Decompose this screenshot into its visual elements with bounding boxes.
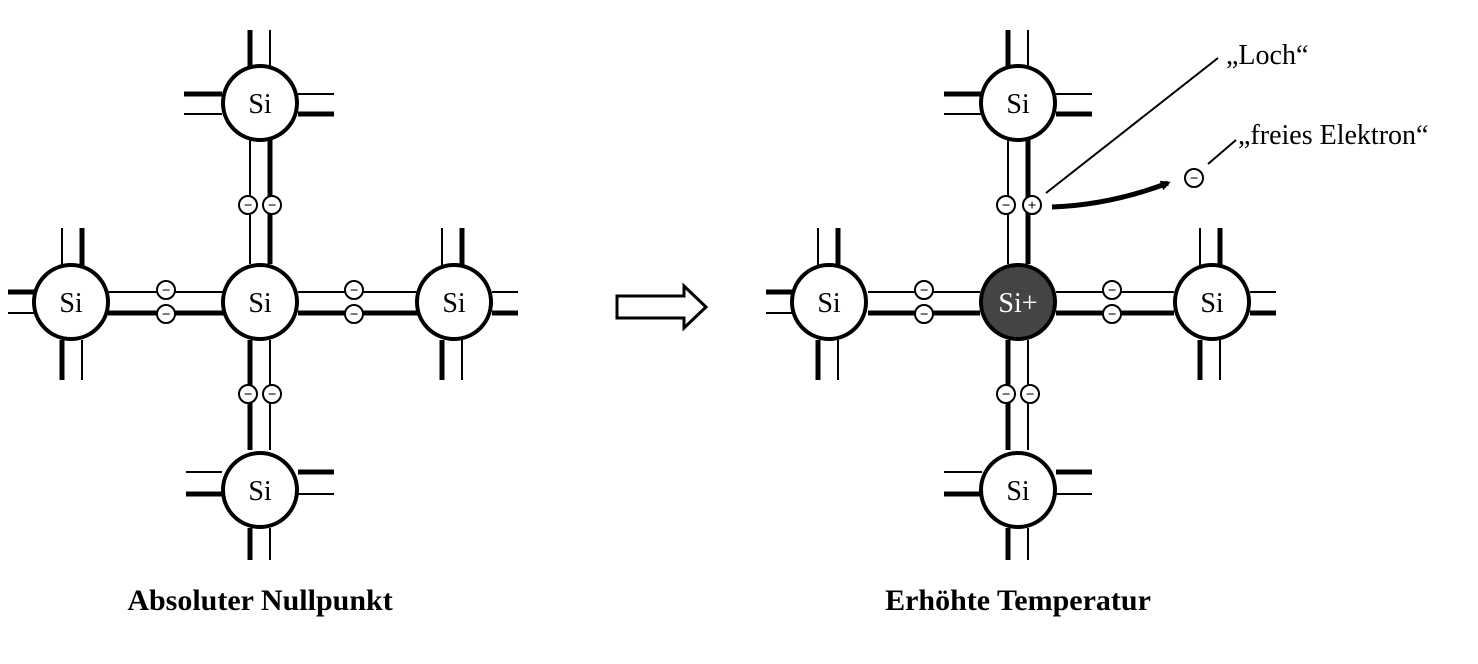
atom-label: Si	[248, 288, 272, 319]
electron: −	[996, 195, 1016, 215]
atom-right-top: Si	[979, 64, 1057, 142]
hole-label: „Loch“	[1226, 40, 1308, 71]
electron: −	[344, 304, 364, 324]
atom-label: Si	[1006, 89, 1030, 120]
atom-label: Si	[1200, 288, 1224, 319]
svg-text:−: −	[1002, 198, 1011, 214]
caption-absolute-zero: Absoluter Nullpunkt	[127, 584, 392, 617]
svg-text:−: −	[920, 283, 929, 299]
atom-label: Si	[1006, 476, 1030, 507]
ion-label: Si+	[998, 288, 1037, 319]
atom-left-right: Si	[415, 263, 493, 341]
svg-text:−: −	[162, 307, 171, 323]
atom-right-left: Si	[790, 263, 868, 341]
electron: −	[914, 280, 934, 300]
free-electron-leader-line	[1207, 139, 1237, 165]
svg-text:+: +	[1028, 198, 1037, 214]
ion-right-center: Si+	[979, 263, 1057, 341]
electron: −	[262, 195, 282, 215]
svg-text:−: −	[1026, 387, 1035, 403]
atom-label: Si	[248, 476, 272, 507]
atom-left-center: Si	[221, 263, 299, 341]
atom-right-right: Si	[1173, 263, 1251, 341]
svg-text:−: −	[1002, 387, 1011, 403]
svg-text:−: −	[350, 283, 359, 299]
atom-label: Si	[248, 89, 272, 120]
svg-text:−: −	[1190, 171, 1199, 187]
electron: −	[914, 304, 934, 324]
hole-leader-line	[1045, 57, 1219, 194]
electron-escape-arrow	[1051, 180, 1171, 210]
electron-pairs-right: − + − − − − − − −	[914, 168, 1204, 404]
svg-text:−: −	[244, 387, 253, 403]
atom-label: Si	[59, 288, 83, 319]
atom-left-left: Si	[32, 263, 110, 341]
atom-left-bottom: Si	[221, 451, 299, 529]
atom-left-top: Si	[221, 64, 299, 142]
electron: −	[262, 384, 282, 404]
caption-elevated-temperature: Erhöhte Temperatur	[885, 584, 1151, 617]
svg-text:−: −	[350, 307, 359, 323]
electron: −	[156, 280, 176, 300]
electron: −	[1102, 304, 1122, 324]
electron-pairs-left: − − − − − − − −	[156, 195, 364, 404]
svg-text:−: −	[920, 307, 929, 323]
electron: −	[996, 384, 1016, 404]
svg-text:−: −	[1108, 283, 1117, 299]
svg-text:−: −	[268, 387, 277, 403]
atom-right-bottom: Si	[979, 451, 1057, 529]
svg-text:−: −	[1108, 307, 1117, 323]
electron: −	[156, 304, 176, 324]
electron: −	[238, 195, 258, 215]
hole: +	[1022, 195, 1042, 215]
electron: −	[344, 280, 364, 300]
electron: −	[1102, 280, 1122, 300]
atom-label: Si	[442, 288, 466, 319]
atom-label: Si	[817, 288, 841, 319]
electron: −	[1020, 384, 1040, 404]
svg-text:−: −	[244, 198, 253, 214]
svg-text:−: −	[268, 198, 277, 214]
free-electron-label: „freies Elektron“	[1238, 120, 1428, 151]
electron: −	[238, 384, 258, 404]
transition-arrow-icon	[615, 282, 709, 332]
free-electron: −	[1184, 168, 1204, 188]
svg-text:−: −	[162, 283, 171, 299]
